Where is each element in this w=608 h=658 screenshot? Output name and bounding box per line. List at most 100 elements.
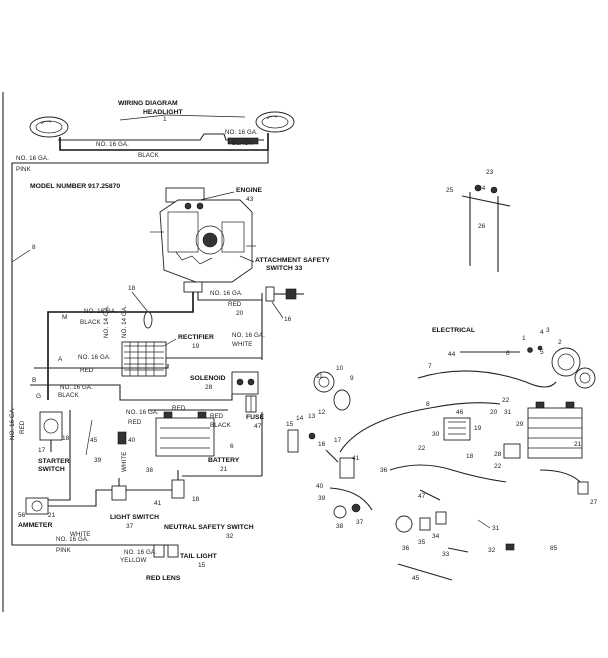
electrical-title: ELECTRICAL <box>432 327 475 334</box>
callout-e24: 24 <box>478 185 486 192</box>
callout-e34: 34 <box>432 533 440 540</box>
part-washer <box>308 432 316 440</box>
callout-e4: 4 <box>540 329 544 336</box>
callout-e46: 46 <box>456 409 464 416</box>
light-switch-number: 37 <box>126 523 134 530</box>
headlight-right <box>255 111 295 133</box>
starter-switch-label: STARTER <box>38 458 70 465</box>
callout-B: B <box>32 377 36 384</box>
part-bulb <box>527 347 533 353</box>
callout-e44: 44 <box>448 351 456 358</box>
leader-line <box>199 191 235 201</box>
fuse <box>245 395 257 413</box>
headlight-left <box>29 116 69 138</box>
callout-e36b: 36 <box>402 545 410 552</box>
wire-label: NO. 16 GA. <box>232 332 265 339</box>
part-key <box>333 505 347 519</box>
wire-label: NO. 16 GA. <box>225 129 258 136</box>
callout-e47: 47 <box>418 493 426 500</box>
wire-label: NO. 16 GA. <box>126 409 159 416</box>
tail-light-number: 15 <box>198 562 206 569</box>
wire-label: BLACK <box>210 422 232 429</box>
callout-39: 39 <box>94 457 102 464</box>
part-wire-45 <box>397 563 453 581</box>
leader-line <box>239 255 255 263</box>
engine-label: ENGINE <box>236 187 263 194</box>
electrical-exploded-view: ELECTRICAL 1 4 3 2 5 44 6 7 11 10 9 <box>286 327 598 582</box>
callout-18a: 18 <box>128 285 136 292</box>
solenoid-number: 28 <box>205 384 213 391</box>
part-harness-8 <box>339 402 501 453</box>
callout-e25: 25 <box>446 187 454 194</box>
callout-41: 41 <box>154 500 162 507</box>
callout-e18: 18 <box>466 453 474 460</box>
callout-e26: 26 <box>478 223 486 230</box>
callout-e9: 9 <box>350 375 354 382</box>
attachment-switch-number: SWITCH 33 <box>266 265 302 272</box>
pink-wire <box>11 150 269 546</box>
callout-e13: 13 <box>308 413 316 420</box>
leader-line <box>131 291 149 313</box>
wire-label: WHITE <box>70 531 90 538</box>
callout-e16: 16 <box>318 441 326 448</box>
callout-e36: 36 <box>380 467 388 474</box>
callout-18b: 18 <box>62 435 70 442</box>
wire-label: RED <box>80 367 94 374</box>
callout-56: 56 <box>18 512 26 519</box>
callout-17: 17 <box>38 447 46 454</box>
callout-e6: 6 <box>506 350 510 357</box>
callout-e1: 1 <box>522 335 526 342</box>
light-switch-label: LIGHT SWITCH <box>110 514 159 521</box>
wire-label: NO. 16 GA. <box>78 354 111 361</box>
headlight-number: 1 <box>163 116 167 123</box>
wire-to-ammeter <box>44 410 71 501</box>
callout-e27: 27 <box>590 499 598 506</box>
callout-e7: 7 <box>428 363 432 370</box>
headlight-harness-black <box>59 133 269 151</box>
callout-e22c: 22 <box>494 463 502 470</box>
leader-line <box>477 519 491 529</box>
callout-e38: 38 <box>336 523 344 530</box>
neutral-switch-number: 32 <box>226 533 234 540</box>
wire-label: BLACK <box>58 392 80 399</box>
wiring-diagram-title: WIRING DIAGRAM <box>118 100 178 107</box>
ammeter-label: AMMETER <box>18 522 52 529</box>
wire-clip <box>143 311 153 329</box>
red-wire-b <box>30 384 233 401</box>
callout-e30: 30 <box>432 431 440 438</box>
callout-6: 6 <box>230 443 234 450</box>
callout-e40: 40 <box>316 483 324 490</box>
part-solenoid <box>503 443 521 459</box>
callout-e29: 29 <box>516 421 524 428</box>
callout-e32: 32 <box>488 547 496 554</box>
connector <box>117 431 127 445</box>
light-switch <box>111 478 127 501</box>
callout-e12: 12 <box>318 409 326 416</box>
red-lens-label: RED LENS <box>146 575 181 582</box>
callout-e45: 45 <box>412 575 420 582</box>
part-cable-27 <box>539 469 583 485</box>
wire-label: NO. 16 GA. <box>210 290 243 297</box>
wire-label: WHITE <box>232 341 252 348</box>
part-harness-7 <box>417 370 557 388</box>
callout-8: 8 <box>32 244 36 251</box>
wire-label: NO. 14 GA. <box>121 305 128 338</box>
part-nut <box>537 345 543 351</box>
leader-line <box>163 338 177 347</box>
solenoid-label: SOLENOID <box>190 375 226 382</box>
starter-switch <box>39 411 63 452</box>
wire-label: NO. 16 GA. <box>96 141 129 148</box>
callout-e14: 14 <box>296 415 304 422</box>
callout-e35: 35 <box>418 539 426 546</box>
solenoid <box>231 371 259 395</box>
engine <box>150 187 256 293</box>
model-number: MODEL NUMBER 917.25870 <box>30 183 120 190</box>
callout-e28: 28 <box>494 451 502 458</box>
engine-number: 43 <box>246 196 254 203</box>
part-neutral-switch <box>505 543 515 551</box>
wire-label: NO. 16 GA. <box>56 536 89 543</box>
part-harness-18 <box>389 464 507 483</box>
wire-label: NO. 16 GA. <box>9 407 16 440</box>
callout-e19: 19 <box>474 425 482 432</box>
callout-21: 21 <box>48 512 56 519</box>
